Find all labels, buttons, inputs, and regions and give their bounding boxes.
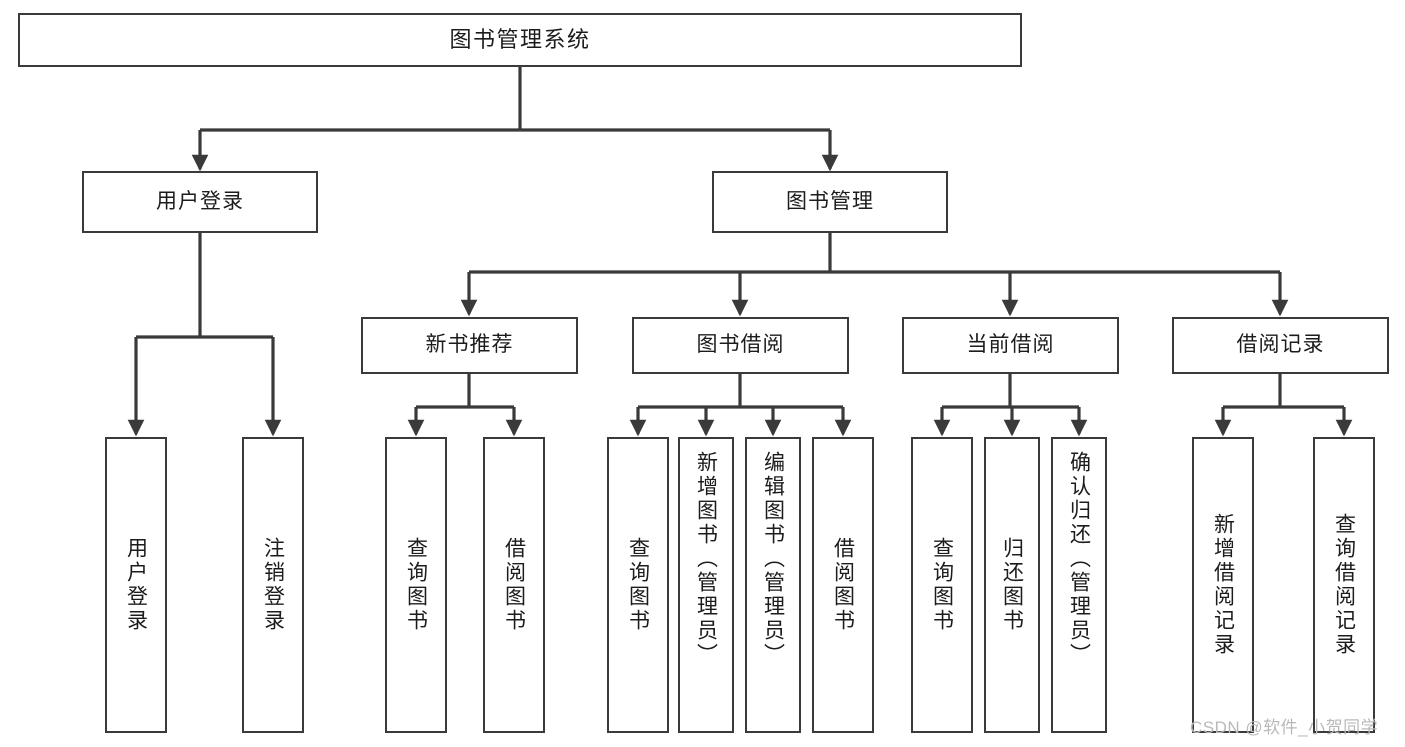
leaf-add-book[interactable]: 新增图书（管理员） — [678, 437, 734, 733]
leaf-edit-book[interactable]: 编辑图书（管理员） — [745, 437, 801, 733]
node-root[interactable]: 图书管理系统 — [18, 13, 1022, 67]
node-new-book-rec[interactable]: 新书推荐 — [361, 317, 578, 374]
leaf-query-book-2[interactable]: 查询图书 — [607, 437, 669, 733]
leaf-borrow-book-2[interactable]: 借阅图书 — [812, 437, 874, 733]
node-borrow-record-label: 借阅记录 — [1236, 333, 1325, 357]
leaf-return-book-label: 归还图书 — [1000, 537, 1024, 633]
watermark: CSDN @软件_小贺同学 — [1190, 718, 1379, 737]
leaf-query-record-label: 查询借阅记录 — [1332, 513, 1356, 657]
node-current-borrow-label: 当前借阅 — [966, 333, 1055, 357]
leaf-query-book-2-label: 查询图书 — [626, 537, 650, 633]
node-new-book-rec-label: 新书推荐 — [425, 333, 514, 357]
leaf-user-login-label: 用户登录 — [124, 537, 148, 633]
leaf-query-book-3[interactable]: 查询图书 — [911, 437, 973, 733]
leaf-query-book-3-label: 查询图书 — [930, 537, 954, 633]
leaf-borrow-book-1[interactable]: 借阅图书 — [483, 437, 545, 733]
node-user-login-label: 用户登录 — [156, 189, 244, 213]
node-user-login[interactable]: 用户登录 — [82, 171, 318, 233]
node-book-manage[interactable]: 图书管理 — [712, 171, 948, 233]
leaf-confirm-return[interactable]: 确认归还（管理员） — [1051, 437, 1107, 733]
leaf-borrow-book-2-label: 借阅图书 — [831, 537, 855, 633]
leaf-add-book-label: 新增图书（管理员） — [694, 451, 718, 667]
leaf-query-book-1[interactable]: 查询图书 — [385, 437, 447, 733]
node-borrow-record[interactable]: 借阅记录 — [1172, 317, 1389, 374]
leaf-user-logout[interactable]: 注销登录 — [242, 437, 304, 733]
node-book-manage-label: 图书管理 — [786, 189, 874, 213]
leaf-confirm-return-label: 确认归还（管理员） — [1067, 451, 1091, 667]
leaf-user-login[interactable]: 用户登录 — [105, 437, 167, 733]
leaf-query-record[interactable]: 查询借阅记录 — [1313, 437, 1375, 733]
node-book-borrow-label: 图书借阅 — [696, 333, 785, 357]
leaf-query-book-1-label: 查询图书 — [404, 537, 428, 633]
node-current-borrow[interactable]: 当前借阅 — [902, 317, 1119, 374]
leaf-add-record[interactable]: 新增借阅记录 — [1192, 437, 1254, 733]
node-book-borrow[interactable]: 图书借阅 — [632, 317, 849, 374]
leaf-return-book[interactable]: 归还图书 — [984, 437, 1040, 733]
leaf-user-logout-label: 注销登录 — [261, 537, 285, 633]
node-root-label: 图书管理系统 — [449, 27, 591, 53]
leaf-edit-book-label: 编辑图书（管理员） — [761, 451, 785, 667]
leaf-add-record-label: 新增借阅记录 — [1211, 513, 1235, 657]
leaf-borrow-book-1-label: 借阅图书 — [502, 537, 526, 633]
